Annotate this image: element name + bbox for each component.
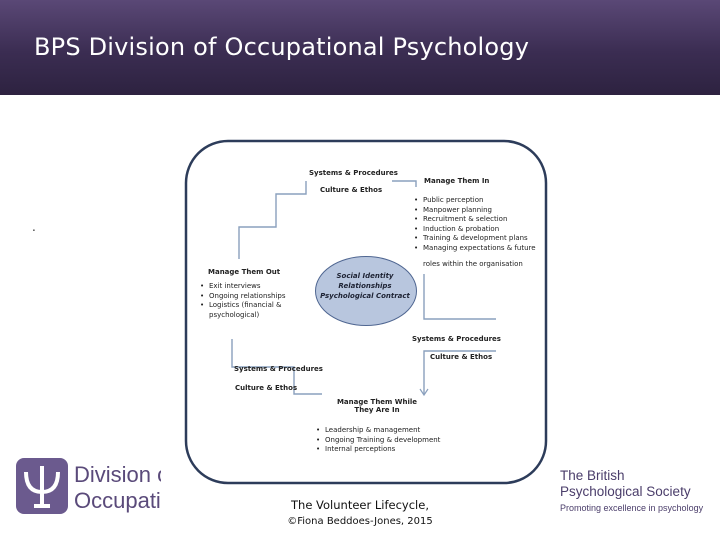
top-systems-label: Systems & Procedures: [309, 169, 398, 177]
manage-in-list: Public perception Manpower planning Recr…: [414, 196, 536, 254]
bps-logo-line-2: Psychological Society: [560, 484, 691, 499]
list-item: Logistics (financial &: [200, 301, 286, 311]
list-item: Ongoing Training & development: [316, 436, 440, 446]
right-systems-label: Systems & Procedures: [412, 335, 501, 343]
title-bar: BPS Division of Occupational Psychology: [0, 0, 720, 95]
list-item: Public perception: [414, 196, 536, 206]
core-line-3: Psychological Contract: [320, 292, 410, 300]
manage-out-continuation: psychological): [209, 311, 260, 319]
bullet-marker: .: [32, 220, 36, 234]
manage-out-list: Exit interviews Ongoing relationships Lo…: [200, 282, 286, 311]
list-item: Managing expectations & future: [414, 244, 536, 254]
caption-title: The Volunteer Lifecycle,: [291, 498, 429, 512]
bps-logo-tagline: Promoting excellence in psychology: [560, 503, 704, 513]
core-text: Social Identity Relationships Psychologi…: [315, 271, 415, 301]
volunteer-lifecycle-diagram: Systems & Procedures Culture & Ethos Man…: [184, 139, 548, 485]
manage-while-title: Manage Them While They Are In: [322, 398, 432, 414]
core-ellipse: [315, 256, 417, 326]
list-item: Induction & probation: [414, 225, 536, 235]
list-item: Ongoing relationships: [200, 292, 286, 302]
caption-credit: ©Fiona Beddoes-Jones, 2015: [287, 516, 433, 527]
manage-out-title: Manage Them Out: [208, 268, 281, 276]
division-logo-line-2: Occupatio: [74, 488, 161, 513]
list-item: Manpower planning: [414, 206, 536, 216]
left-culture-label: Culture & Ethos: [235, 384, 298, 392]
right-culture-label: Culture & Ethos: [430, 353, 493, 361]
psi-logo-icon: [16, 458, 68, 514]
core-line-1: Social Identity: [336, 272, 394, 280]
bps-logo-line-1: The British: [560, 468, 625, 483]
division-logo-line-1: Division of: [74, 462, 161, 487]
manage-in-continuation: roles within the organisation: [423, 260, 523, 268]
manage-while-title-2: They Are In: [354, 406, 400, 414]
manage-in-title: Manage Them In: [424, 177, 490, 185]
manage-while-title-1: Manage Them While: [336, 398, 418, 406]
slide-title: BPS Division of Occupational Psychology: [34, 33, 530, 61]
division-logo: Division of Occupatio: [16, 458, 161, 518]
manage-while-list: Leadership & management Ongoing Training…: [316, 426, 440, 455]
list-item: Internal perceptions: [316, 445, 440, 455]
top-culture-label: Culture & Ethos: [320, 186, 383, 194]
left-systems-label: Systems & Procedures: [234, 365, 323, 373]
list-item: Recruitment & selection: [414, 215, 536, 225]
list-item: Leadership & management: [316, 426, 440, 436]
core-line-2: Relationships: [338, 282, 392, 290]
list-item: Exit interviews: [200, 282, 286, 292]
list-item: Training & development plans: [414, 234, 536, 244]
bps-logo: The British Psychological Society Promot…: [560, 464, 710, 524]
